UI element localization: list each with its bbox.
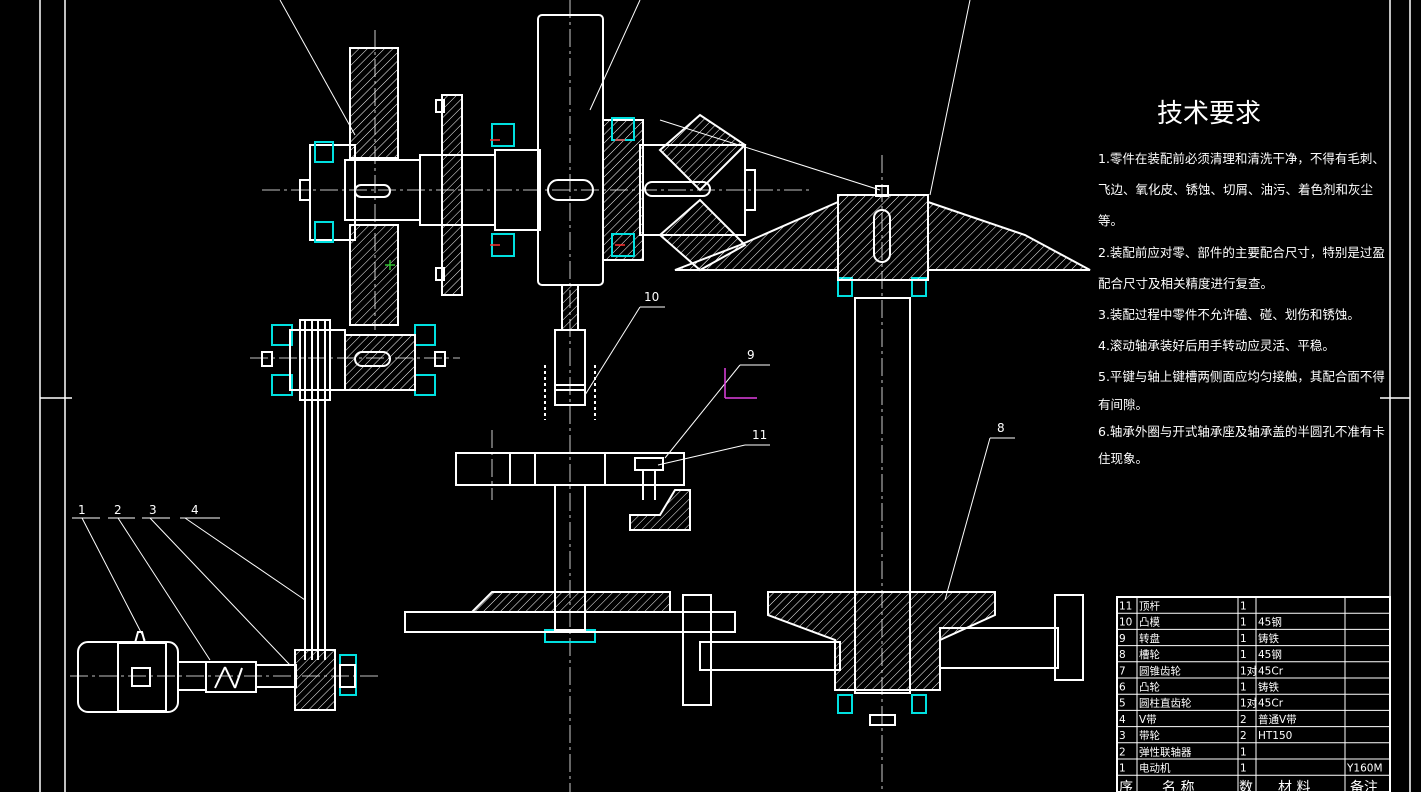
technical-requirements: 技术要求 1.零件在装配前必须清理和清洗干净，不得有毛刺、 飞边、氧化皮、锈蚀、… xyxy=(1098,99,1385,466)
center-lines xyxy=(70,0,883,792)
bom-cell-name: 带轮 xyxy=(1139,729,1161,742)
drawing-frame xyxy=(39,0,1411,792)
tech-line: 1.零件在装配前必须清理和清洗干净，不得有毛刺、 xyxy=(1098,151,1385,166)
bom-cell-no: 10 xyxy=(1119,617,1132,629)
bom-cell-name: 圆柱直齿轮 xyxy=(1139,697,1192,710)
bom-cell-no: 4 xyxy=(1119,714,1126,726)
leader-lines xyxy=(72,0,1015,666)
callout-3: 3 xyxy=(149,503,157,517)
bom-header-no: 序 xyxy=(1119,780,1133,792)
tech-line: 等。 xyxy=(1098,213,1123,228)
callout-8: 8 xyxy=(997,421,1005,435)
bom-cell-name: 电动机 xyxy=(1139,762,1171,775)
bom-cell-no: 2 xyxy=(1119,746,1126,758)
geneva-wheel xyxy=(674,185,1091,726)
callout-1: 1 xyxy=(78,503,86,517)
tech-line: 2.装配前应对零、部件的主要配合尺寸，特别是过盈 xyxy=(1098,245,1385,260)
bom-cell-no: 8 xyxy=(1119,649,1126,661)
bom-cell-name: 凸轮 xyxy=(1139,681,1161,694)
callout-4: 4 xyxy=(191,503,199,517)
bom-cell-qty: 1 xyxy=(1240,633,1247,645)
tech-line: 配合尺寸及相关精度进行复查。 xyxy=(1098,276,1273,291)
bom-cell-no: 7 xyxy=(1119,665,1126,677)
punch-assembly xyxy=(544,284,596,420)
tech-line: 有间隙。 xyxy=(1098,397,1148,412)
bom-header-qty: 数 xyxy=(1239,780,1253,792)
bom-cell-no: 5 xyxy=(1119,698,1126,710)
bom-cell-material: 铸铁 xyxy=(1258,681,1280,694)
bom-cell-qty: 1 xyxy=(1240,682,1247,694)
callout-labels: 1 2 3 4 8 9 10 11 xyxy=(78,290,1005,517)
tech-line: 住现象。 xyxy=(1098,451,1148,466)
tech-line: 5.平键与轴上键槽两侧面应均匀接触，其配合面不得 xyxy=(1098,369,1385,384)
bom-cell-qty: 2 xyxy=(1240,714,1247,726)
bom-cell-qty: 1对 xyxy=(1240,664,1258,677)
bom-header-material: 材 料 xyxy=(1278,780,1310,792)
bom-cell-name: 圆锥齿轮 xyxy=(1139,664,1181,677)
bom-cell-material: 普通V带 xyxy=(1258,713,1297,726)
bom-cell-material: 45钢 xyxy=(1258,648,1282,661)
accent-marks xyxy=(385,139,757,399)
bom-cell-name: V带 xyxy=(1139,714,1157,726)
bom-cell-name: 弹性联轴器 xyxy=(1139,745,1192,758)
bom-cell-name: 凸模 xyxy=(1139,617,1161,629)
bom-cell-qty: 1 xyxy=(1240,649,1247,661)
bom-cell-material: 铸铁 xyxy=(1258,632,1280,645)
tech-requirements-title: 技术要求 xyxy=(1157,99,1261,129)
bom-cell-no: 1 xyxy=(1119,763,1126,775)
bom-cell-note: Y160M xyxy=(1346,763,1383,775)
bom-header-note: 备注 xyxy=(1350,779,1378,792)
bom-cell-qty: 2 xyxy=(1240,730,1247,742)
bom-cell-material: HT150 xyxy=(1258,730,1292,742)
bom-cell-no: 9 xyxy=(1119,633,1126,645)
gear-shaft-assembly xyxy=(299,14,756,326)
bom-cell-qty: 1 xyxy=(1240,746,1247,758)
tech-line: 4.滚动轴承装好后用手转动应灵活、平稳。 xyxy=(1098,338,1335,353)
pulley-shaft xyxy=(261,319,446,711)
bom-cell-no: 6 xyxy=(1119,682,1126,694)
turntable xyxy=(404,452,736,706)
bom-cell-name: 顶杆 xyxy=(1139,600,1161,613)
bom-header-name: 名 称 xyxy=(1162,780,1194,792)
motor xyxy=(77,631,297,713)
bom-cell-qty: 1 xyxy=(1240,763,1247,775)
callout-9: 9 xyxy=(747,348,755,362)
tech-line: 6.轴承外圈与开式轴承座及轴承盖的半圆孔不准有卡 xyxy=(1098,424,1385,439)
bom-cell-no: 3 xyxy=(1119,730,1126,742)
tech-line: 3.装配过程中零件不允许磕、碰、划伤和锈蚀。 xyxy=(1098,307,1360,322)
bom-cell-qty: 1 xyxy=(1240,601,1247,613)
bom-cell-qty: 1对 xyxy=(1240,697,1258,710)
bom-cell-qty: 1 xyxy=(1240,617,1247,629)
bom-cell-material: 45钢 xyxy=(1258,616,1282,629)
callout-11: 11 xyxy=(752,428,767,442)
bom-cell-material: 45Cr xyxy=(1258,665,1284,677)
tech-line: 飞边、氧化皮、锈蚀、切屑、油污、着色剂和灰尘 xyxy=(1098,182,1373,197)
callout-2: 2 xyxy=(114,503,122,517)
bom-cell-name: 槽轮 xyxy=(1139,648,1161,661)
bom-cell-material: 45Cr xyxy=(1258,698,1284,710)
bom-cell-no: 11 xyxy=(1119,601,1132,613)
bom-cell-name: 转盘 xyxy=(1139,632,1161,645)
callout-10: 10 xyxy=(644,290,659,304)
